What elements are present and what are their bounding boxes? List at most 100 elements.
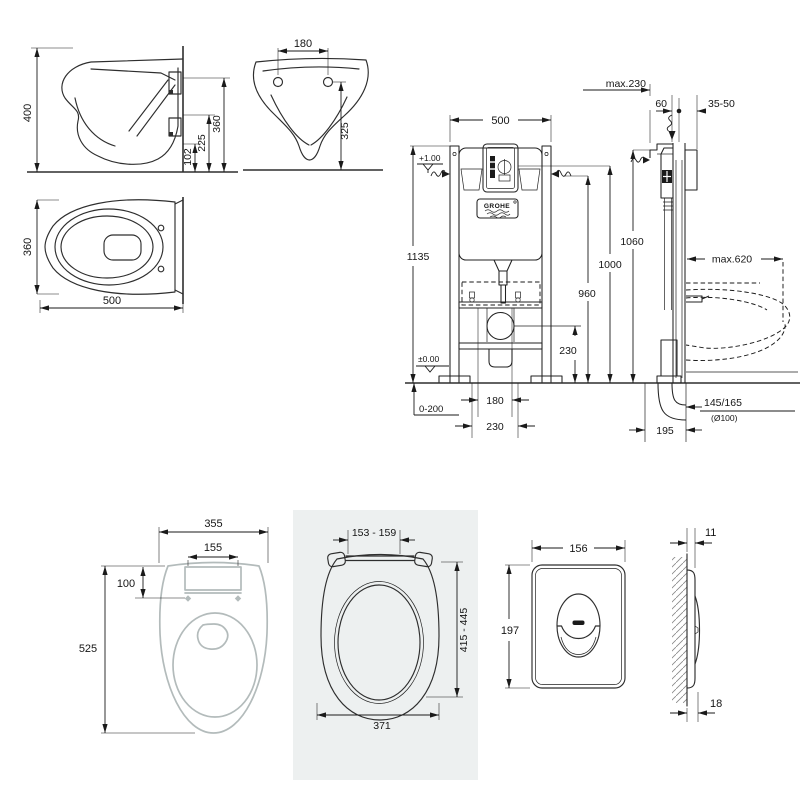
bowl-inner-line: [74, 97, 116, 147]
dim-max-230-label: max.230: [606, 78, 646, 90]
dim-225: 225: [183, 114, 215, 172]
dim-500-depth: 500: [39, 295, 184, 313]
water-spot: [196, 623, 229, 650]
dim-153-159-label: 153 - 159: [352, 527, 397, 539]
dim-230-outlet-label: 230: [559, 345, 577, 357]
dim-360-label: 360: [22, 238, 34, 256]
dim-197: 197: [501, 564, 530, 689]
flush-plate-side-drawing: 11 18: [670, 527, 722, 722]
dim-371: 371: [316, 703, 440, 732]
installation-frame-drawing: GROHE 500 +1.00: [405, 78, 800, 442]
pan-bracket: [686, 295, 710, 303]
grohe-logo: GROHE: [476, 198, 519, 219]
dim-0-200: 0-200: [411, 383, 459, 416]
level-plus-100: +1.00: [417, 153, 443, 173]
pipe-zone-dashed: [461, 281, 541, 306]
frame-front-view: GROHE: [438, 143, 563, 384]
button-slot: [572, 620, 585, 625]
flush-funnel: [493, 259, 513, 272]
wall-hatch: [672, 557, 687, 703]
dim-100-label: 100: [117, 578, 135, 590]
dim-11-label: 11: [705, 527, 716, 539]
dim-360-rear: 360: [183, 77, 230, 172]
dim-frame-500: 500: [449, 115, 552, 142]
supply-arrow-left: [430, 169, 450, 178]
fixing-hole-right: [322, 76, 334, 88]
dim-225-label: 225: [196, 134, 208, 152]
dim-180-pipes: 180: [461, 395, 529, 407]
dim-155-label: 155: [204, 542, 222, 554]
plate-profile: [686, 569, 701, 689]
dim-1000-label: 1000: [598, 259, 622, 271]
seat-top-view-drawing: 355 155 100 525: [79, 518, 269, 734]
dim-35-50-label: 35-50: [708, 98, 735, 110]
pan-front-view-drawing: 180 325: [243, 38, 383, 171]
dim-1000: 1000: [518, 165, 622, 383]
brand-label: GROHE: [484, 203, 510, 210]
pan-front-outline: [252, 57, 369, 161]
finished-wall-dot: [676, 108, 682, 114]
flush-access-window: [482, 143, 519, 193]
dim-195: 195: [629, 425, 702, 437]
level-zero-label: ±0.00: [418, 354, 439, 364]
dim-180-holes: 180: [277, 38, 329, 75]
dim-230-fixings-label: 230: [486, 421, 504, 433]
dim-415-445-label: 415 - 445: [458, 608, 470, 653]
dim-145-165-label: 145/165: [704, 397, 742, 409]
dim-0-200-label: 0-200: [419, 404, 443, 415]
level-zero: ±0.00: [416, 354, 449, 373]
frame-side-view: [644, 143, 698, 442]
dim-dia-100-label: (Ø100): [711, 413, 738, 423]
dim-155: 155: [187, 542, 239, 566]
flush-button: [556, 593, 601, 658]
seat-detail-drawing: 153 - 159 415 - 445 371: [293, 510, 478, 780]
dim-156-label: 156: [569, 543, 587, 555]
crossbar-upper: [458, 301, 543, 309]
hinge-tab-right: [414, 551, 433, 568]
hinge-tab-left: [327, 551, 346, 568]
dim-11: 11: [670, 527, 716, 568]
dim-180-pipes-label: 180: [486, 395, 504, 407]
seat-outline: [158, 561, 269, 734]
level-plus-100-label: +1.00: [419, 153, 441, 163]
fixing-hole-bottom: [157, 265, 165, 273]
fixing-hole-left: [272, 76, 284, 88]
dim-60: 60: [655, 98, 672, 114]
button-bulge: [694, 595, 701, 665]
dim-400-label: 400: [22, 104, 34, 122]
supply-arrow-side: [630, 156, 650, 164]
wall-stud: [684, 149, 698, 191]
foot-side: [660, 339, 678, 377]
dim-max-620: max.620: [687, 254, 783, 266]
dim-18: 18: [670, 692, 722, 722]
waste-outlet: [486, 311, 515, 341]
dim-197-label: 197: [501, 625, 519, 637]
fixing-hole-top: [157, 224, 165, 232]
dim-960-label: 960: [578, 288, 596, 300]
pan-top-outline: [44, 199, 184, 295]
water-surface: [103, 234, 142, 261]
dim-400: 400: [22, 47, 73, 172]
dim-355-label: 355: [204, 518, 222, 530]
mount-bracket-bottom: [168, 117, 182, 137]
outlet-duct: [488, 349, 513, 368]
dim-18-label: 18: [710, 698, 722, 710]
dim-1060-label: 1060: [620, 236, 644, 248]
supply-arrow-right: [551, 169, 572, 178]
cistern-profile: [660, 147, 673, 199]
dim-frame-500-label: 500: [491, 115, 509, 127]
seat-detail-outline: [320, 551, 440, 721]
dim-35-50: 35-50: [697, 98, 735, 114]
foot-left: [438, 375, 471, 384]
dim-180-label: 180: [294, 38, 312, 50]
dim-102-label: 102: [182, 148, 194, 166]
dim-525: 525: [79, 565, 195, 734]
dim-100: 100: [117, 567, 185, 599]
crossbar-lower: [458, 342, 543, 350]
dim-355: 355: [158, 518, 269, 563]
dim-1135-label: 1135: [407, 251, 430, 263]
frame-rail-right: [541, 145, 552, 384]
dim-max-230: max.230: [583, 78, 650, 93]
dim-102: 102: [182, 143, 201, 172]
